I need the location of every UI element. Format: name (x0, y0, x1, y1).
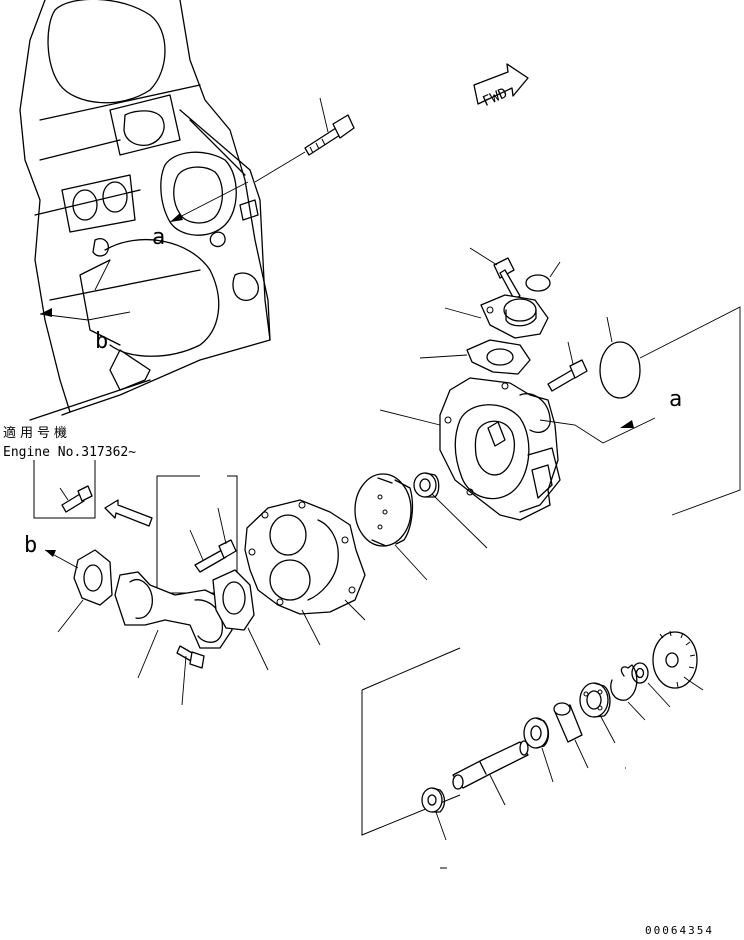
snap-ring (610, 664, 646, 721)
thermostat-cover (444, 294, 549, 339)
o-ring-large (599, 306, 741, 516)
spacer-tube (553, 702, 589, 769)
mounting-bolt (254, 97, 355, 183)
elbow-plate-gasket (212, 569, 269, 671)
pump-shaft (452, 740, 529, 806)
bearing-1 (579, 682, 616, 744)
cover-gasket (419, 339, 531, 375)
serial-inset (33, 460, 153, 527)
drawing-number: 00064354 (645, 924, 714, 937)
o-ring-small (525, 261, 561, 292)
fwd-arrow-icon (473, 63, 529, 105)
view-marker-b-gasket: b (24, 533, 37, 558)
view-marker-b-block: b (95, 329, 108, 354)
pump-gear (652, 630, 704, 691)
elbow-gasket (44, 549, 113, 633)
view-marker-a-housing: a (669, 387, 682, 412)
engine-serial-label: Engine No.317362~ (3, 445, 136, 460)
water-pump-housing (379, 377, 656, 521)
applicable-serial-label: 適用号機 (3, 425, 71, 441)
cover-bolt (469, 247, 521, 300)
view-marker-a-block: a (152, 225, 165, 250)
pump-back-plate (244, 499, 366, 646)
impeller (354, 473, 428, 581)
thrust-washer (631, 662, 671, 708)
elbow-bolt (176, 645, 205, 706)
bearing-2 (523, 717, 554, 783)
engine-block (19, 0, 271, 421)
seal-ring (413, 472, 488, 549)
housing-bolt (547, 341, 588, 392)
mechanical-seal (421, 787, 447, 841)
water-elbow (114, 571, 233, 679)
